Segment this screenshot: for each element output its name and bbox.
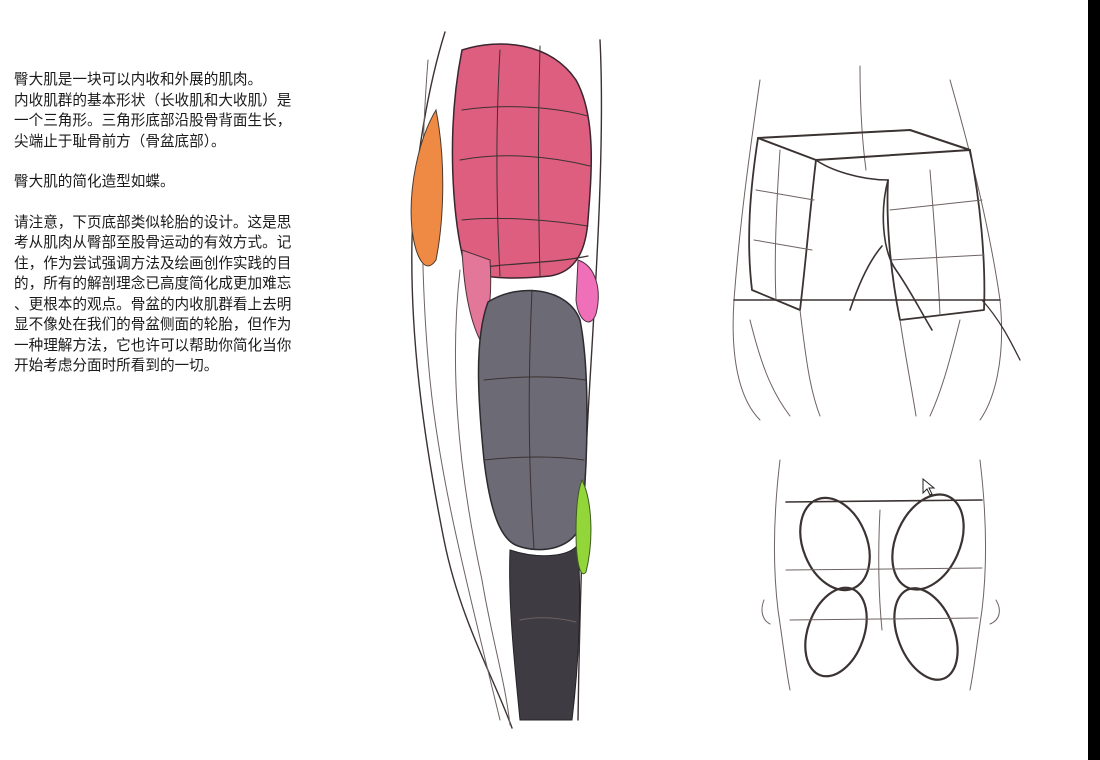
hamstring-muscle (479, 290, 588, 549)
text-line: 臀大肌是一块可以内收和外展的肌肉。 (14, 70, 394, 91)
text-line: 开始考虑分面时所看到的一切。 (14, 356, 394, 377)
upper-left-ellipse (787, 488, 882, 601)
magenta-muscle (576, 260, 598, 322)
text-line: 住，作为尝试强调方法及绘画创作实践的目 (14, 254, 394, 275)
text-line: 、更根本的观点。骨盆的内收肌群看上去明 (14, 295, 394, 316)
pelvis-box-sketch (710, 60, 1030, 430)
text-line: 显不像处在我们的骨盆侧面的轮胎，但作为 (14, 315, 394, 336)
text-line: 一个三角形。三角形底部沿股骨背面生长， (14, 111, 394, 132)
text-line: 的，所有的解剖理念已高度简化成更加难忘 (14, 274, 394, 295)
description-text: 臀大肌是一块可以内收和外展的肌肉。 内收肌群的基本形状（长收肌和大收肌）是 一个… (14, 70, 394, 377)
text-line: 臀大肌的简化造型如蝶。 (14, 172, 394, 193)
gluteus-muscle (452, 44, 591, 278)
lower-left-ellipse (794, 579, 878, 685)
text-line: 内收肌群的基本形状（长收肌和大收肌）是 (14, 91, 394, 112)
leg-muscle-illustration (400, 20, 620, 740)
arrow-pointer-icon (922, 478, 936, 496)
lower-leg-muscle (510, 544, 580, 720)
text-line: 尖端止于耻骨前方（骨盆底部）。 (14, 132, 394, 153)
text-line: 考从肌肉从臀部至股骨运动的有效方式。记 (14, 233, 394, 254)
lower-right-ellipse (882, 579, 970, 689)
text-line: 一种理解方法，它也许可以帮助你简化当你 (14, 336, 394, 357)
lime-muscle (576, 480, 591, 574)
text-line: 请注意，下页底部类似轮胎的设计。这是思 (14, 213, 394, 234)
page-edge-bar (1088, 0, 1100, 760)
butterfly-tire-sketch (750, 450, 1030, 700)
orange-muscle (411, 110, 443, 266)
